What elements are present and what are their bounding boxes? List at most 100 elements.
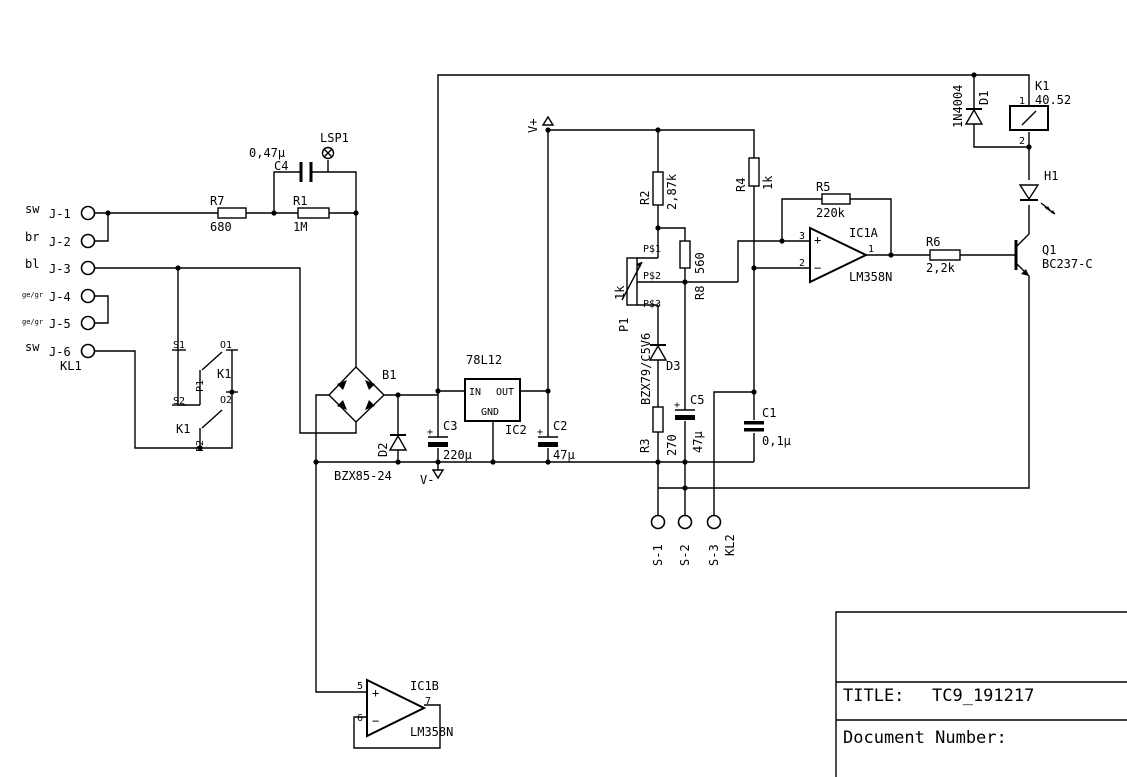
label-s2: S-2 <box>678 544 692 566</box>
svg-text:1k: 1k <box>613 285 627 300</box>
svg-text:+: + <box>372 686 379 700</box>
svg-text:2,87k: 2,87k <box>665 173 679 210</box>
wire-j6: sw <box>25 340 40 354</box>
svg-text:1: 1 <box>868 244 874 255</box>
svg-text:+: + <box>814 233 821 247</box>
connector-s: S-1 S-2 S-3 KL2 <box>650 514 737 566</box>
resistor-r6: R6 2,2k <box>926 235 961 275</box>
svg-text:47µ: 47µ <box>691 431 705 453</box>
svg-text:D2: D2 <box>376 443 390 457</box>
resistor-r5: R5 220k <box>816 180 851 220</box>
svg-text:S2: S2 <box>173 396 185 407</box>
resistor-r3: R3 270 <box>638 406 679 456</box>
svg-text:P$3: P$3 <box>643 299 661 310</box>
svg-text:IC1B: IC1B <box>410 679 439 693</box>
svg-text:LM358N: LM358N <box>410 725 453 739</box>
svg-text:GND: GND <box>481 407 499 418</box>
svg-text:C4: C4 <box>274 159 288 173</box>
svg-text:K1: K1 <box>217 367 231 381</box>
svg-text:220µ: 220µ <box>443 448 472 462</box>
svg-text:OUT: OUT <box>496 387 514 398</box>
svg-text:680: 680 <box>210 220 232 234</box>
label-kl1: KL1 <box>60 359 82 373</box>
svg-text:BZX79/C5V6: BZX79/C5V6 <box>639 333 653 405</box>
svg-text:O1: O1 <box>220 340 232 351</box>
diode-d1: 1N4004 D1 <box>951 85 991 128</box>
svg-text:+: + <box>427 427 433 438</box>
svg-text:78L12: 78L12 <box>466 353 502 367</box>
label-j3: J-3 <box>49 262 71 276</box>
wire-j2: br <box>25 230 39 244</box>
opamp-ic1a: + − 3 2 1 IC1A LM358N <box>799 226 892 284</box>
svg-text:R1: R1 <box>293 194 307 208</box>
svg-text:7: 7 <box>425 696 431 707</box>
label-kl2: KL2 <box>723 534 737 556</box>
svg-text:P1: P1 <box>617 318 631 332</box>
connector-j: sw J-1 br J-2 bl J-3 ge/gr J-4 ge/gr J-5… <box>22 202 96 373</box>
resistor-r1: R1 1M <box>293 194 330 234</box>
svg-text:1N4004: 1N4004 <box>951 85 965 128</box>
svg-text:C3: C3 <box>443 419 457 433</box>
svg-text:0,47µ: 0,47µ <box>249 146 285 160</box>
svg-text:D1: D1 <box>977 91 991 105</box>
regulator-ic2: 78L12 IN OUT GND IC2 <box>464 353 527 437</box>
svg-text:3: 3 <box>799 231 805 242</box>
svg-text:47µ: 47µ <box>553 448 575 462</box>
label-j4: J-4 <box>49 290 71 304</box>
resistor-r7: R7 680 <box>210 194 247 234</box>
wires <box>95 74 1030 749</box>
svg-text:V-: V- <box>420 473 434 487</box>
svg-text:P2: P2 <box>195 440 206 452</box>
led-h1: H1 <box>1018 169 1058 215</box>
resistor-r2: R2 2,87k <box>638 171 679 210</box>
resistor-r4: R4 1k <box>734 157 775 192</box>
zener-d2: D2 BZX85-24 <box>334 434 408 483</box>
svg-text:R2: R2 <box>638 191 652 205</box>
svg-text:−: − <box>372 714 379 728</box>
svg-text:R8: R8 <box>693 286 707 300</box>
svg-text:IN: IN <box>469 387 481 398</box>
capacitor-c5: + C5 47µ <box>674 393 705 453</box>
capacitor-c4: C4 0,47µ <box>249 146 313 182</box>
svg-text:B1: B1 <box>382 368 396 382</box>
capacitor-c2: + C2 47µ <box>537 419 575 462</box>
svg-text:R6: R6 <box>926 235 940 249</box>
label-s3: S-3 <box>707 544 721 566</box>
svg-text:P1: P1 <box>195 380 206 392</box>
resistor-r8: 560 R8 <box>679 240 707 300</box>
vplus-symbol: V+ <box>526 115 555 133</box>
lsp1-testpoint: LSP1 <box>320 131 349 160</box>
svg-text:1M: 1M <box>293 220 307 234</box>
svg-text:O2: O2 <box>220 395 232 406</box>
zener-d3: BZX79/C5V6 D3 <box>639 333 680 405</box>
wire-j3: bl <box>25 257 39 271</box>
svg-text:0,1µ: 0,1µ <box>762 434 791 448</box>
svg-text:40.52: 40.52 <box>1035 93 1071 107</box>
title-label: TITLE: <box>843 686 904 706</box>
svg-text:H1: H1 <box>1044 169 1058 183</box>
svg-text:IC1A: IC1A <box>849 226 879 240</box>
svg-text:D3: D3 <box>666 359 680 373</box>
title-value: TC9_191217 <box>932 686 1034 706</box>
svg-text:R5: R5 <box>816 180 830 194</box>
svg-text:+: + <box>674 400 680 411</box>
opamp-ic1b: + − 5 6 7 IC1B LM358N <box>357 678 453 739</box>
svg-text:LM358N: LM358N <box>849 270 892 284</box>
label-j2: J-2 <box>49 235 71 249</box>
wire-j5: ge/gr <box>22 318 43 326</box>
svg-text:LSP1: LSP1 <box>320 131 349 145</box>
transistor-q1: Q1 BC237-C <box>1014 230 1093 280</box>
svg-text:−: − <box>814 261 821 275</box>
label-j5: J-5 <box>49 317 71 331</box>
label-j6: J-6 <box>49 345 71 359</box>
wire-j1: sw <box>25 202 40 216</box>
relay-coil-k1: 1 2 K1 40.52 <box>1009 79 1071 147</box>
svg-text:BZX85-24: BZX85-24 <box>334 469 392 483</box>
junction-dots <box>105 72 1032 491</box>
relay-contacts-k1: S1 S2 O1 O2 P1 P2 K1 K1 <box>172 340 238 452</box>
svg-text:6: 6 <box>357 713 363 724</box>
label-j1: J-1 <box>49 207 71 221</box>
svg-text:K1: K1 <box>1035 79 1049 93</box>
svg-text:R7: R7 <box>210 194 224 208</box>
